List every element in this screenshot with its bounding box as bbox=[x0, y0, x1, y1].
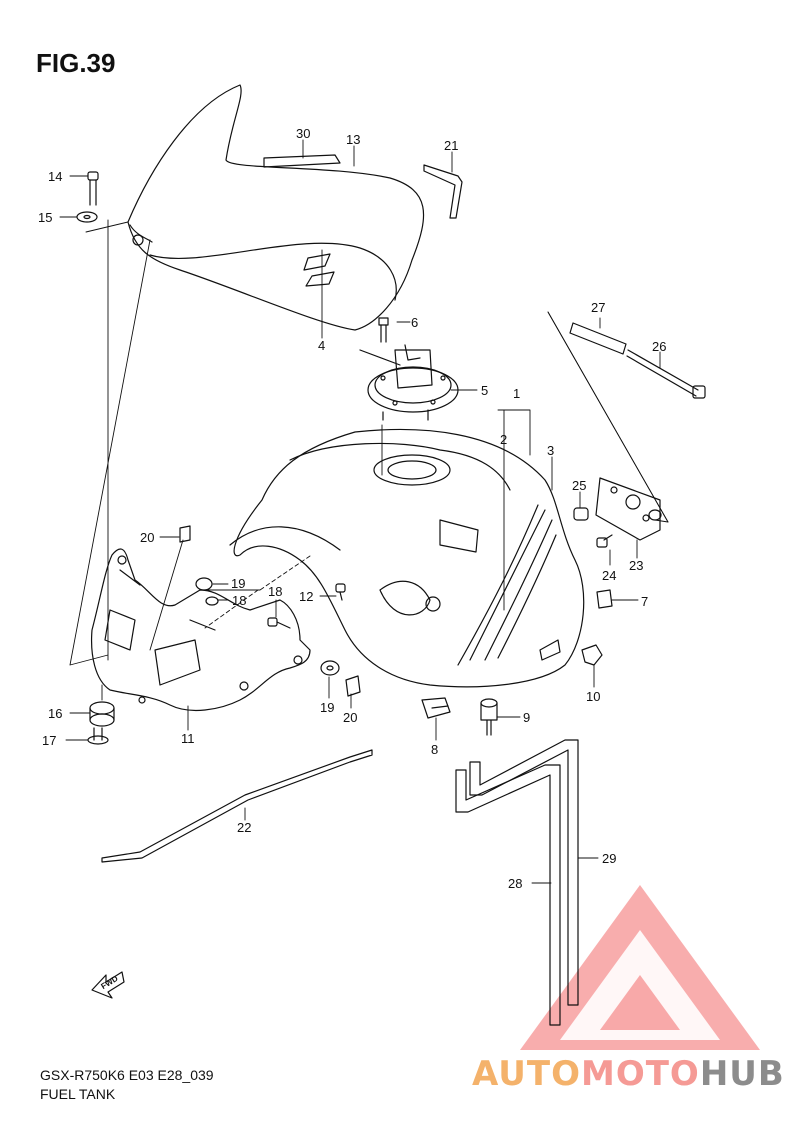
fuel-tank bbox=[229, 428, 585, 688]
callout-6: 6 bbox=[411, 315, 418, 330]
nut-25 bbox=[573, 507, 589, 521]
callout-13: 13 bbox=[346, 132, 360, 147]
drain-hoses bbox=[455, 739, 579, 1026]
cushion-16 bbox=[89, 701, 115, 727]
callout-24: 24 bbox=[602, 568, 616, 583]
callout-9: 9 bbox=[523, 710, 530, 725]
leader-lines bbox=[59, 139, 661, 884]
grommet-19-bottom bbox=[320, 660, 340, 676]
callout-26: 26 bbox=[652, 339, 666, 354]
callout-4: 4 bbox=[318, 338, 325, 353]
fwd-arrow-icon bbox=[91, 971, 125, 999]
watermark-text: AUTOMOTOHUB bbox=[472, 1054, 785, 1094]
callout-23: 23 bbox=[629, 558, 643, 573]
collar-18-top bbox=[205, 596, 219, 606]
collar-17 bbox=[87, 727, 109, 745]
callout-15: 15 bbox=[38, 210, 52, 225]
callout-29: 29 bbox=[602, 851, 616, 866]
footer-section-name: FUEL TANK bbox=[40, 1086, 116, 1102]
pad-7 bbox=[596, 589, 613, 609]
cap-10 bbox=[581, 644, 603, 666]
callout-3: 3 bbox=[547, 443, 554, 458]
bolt-26 bbox=[626, 349, 706, 399]
callout-5: 5 bbox=[481, 383, 488, 398]
clip-20-bottom bbox=[345, 675, 361, 697]
callout-16: 16 bbox=[48, 706, 62, 721]
damper-8 bbox=[421, 697, 451, 719]
support-rod bbox=[101, 749, 373, 863]
callout-12: 12 bbox=[299, 589, 313, 604]
bolt-14 bbox=[87, 171, 99, 206]
callout-8: 8 bbox=[431, 742, 438, 757]
washer-15 bbox=[76, 211, 98, 223]
tank-cover bbox=[127, 84, 425, 331]
clip-20-top bbox=[179, 525, 191, 543]
watermark-part-1: AUTO bbox=[472, 1054, 581, 1094]
figure-title: FIG.39 bbox=[36, 48, 116, 78]
fuel-cap bbox=[359, 344, 459, 421]
callout-19-a: 19 bbox=[231, 576, 245, 591]
screw-6 bbox=[378, 317, 389, 343]
callout-14: 14 bbox=[48, 169, 62, 184]
callout-28: 28 bbox=[508, 876, 522, 891]
callout-20-a: 20 bbox=[140, 530, 154, 545]
callout-11: 11 bbox=[181, 731, 195, 746]
callout-2: 2 bbox=[500, 432, 507, 447]
cover-strip bbox=[263, 154, 341, 168]
watermark-part-3: HUB bbox=[699, 1054, 785, 1094]
breather-hose bbox=[423, 164, 463, 219]
left-bracket bbox=[90, 548, 311, 711]
footer-model-code: GSX-R750K6 E03 E28_039 bbox=[40, 1067, 214, 1083]
callout-18-a: 18 bbox=[268, 584, 282, 599]
rod-27 bbox=[569, 322, 627, 355]
callout-18-b: 18 bbox=[232, 593, 246, 608]
fwd-label: FWD bbox=[99, 974, 119, 991]
bolt-24 bbox=[596, 534, 613, 548]
callout-17: 17 bbox=[42, 733, 56, 748]
watermark-logo bbox=[520, 885, 760, 1050]
callout-21: 21 bbox=[444, 138, 458, 153]
callout-7: 7 bbox=[641, 594, 648, 609]
callout-10: 10 bbox=[586, 689, 600, 704]
callout-1: 1 bbox=[513, 386, 520, 401]
callout-30: 30 bbox=[296, 126, 310, 141]
watermark-part-2: MOTO bbox=[580, 1054, 700, 1094]
callout-20-b: 20 bbox=[343, 710, 357, 725]
callout-22: 22 bbox=[237, 820, 251, 835]
callout-19-b: 19 bbox=[320, 700, 334, 715]
callout-27: 27 bbox=[591, 300, 605, 315]
mounting-plate-23 bbox=[595, 477, 662, 541]
bolt-12 bbox=[335, 583, 346, 601]
callout-labels: 1 2 3 4 5 6 7 8 9 10 11 12 13 14 15 16 1… bbox=[38, 126, 666, 991]
grommet-19-top bbox=[195, 577, 213, 591]
callout-25: 25 bbox=[572, 478, 586, 493]
valve-9 bbox=[480, 698, 498, 736]
bolt-18 bbox=[267, 617, 291, 629]
